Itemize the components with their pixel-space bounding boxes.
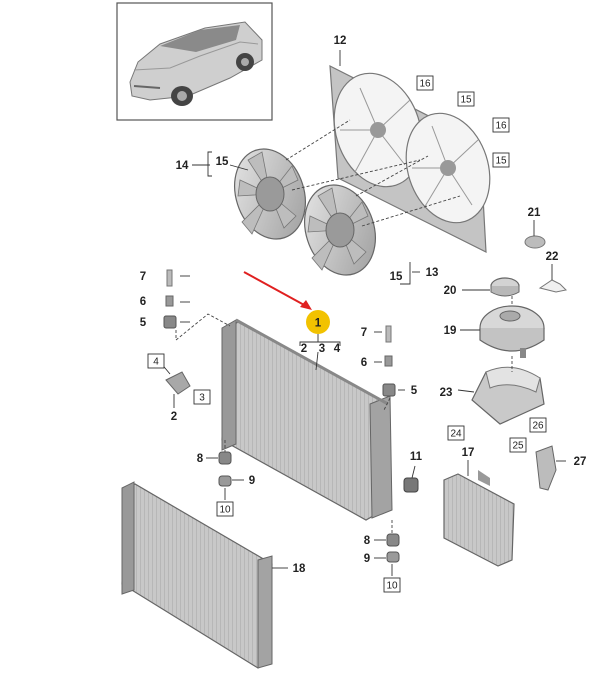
part-label-16-a: 16: [419, 79, 431, 90]
main-radiator-part: [221, 318, 393, 521]
fan-left: [234, 148, 306, 240]
tank-bracket-part: [471, 366, 545, 425]
part-label-18: 18: [293, 563, 306, 575]
bracket-part: [165, 371, 191, 395]
part-label-10-left: 10: [219, 505, 231, 516]
part-box-15-c: [492, 152, 510, 168]
highlight-marker: 1: [306, 310, 330, 334]
part-label-11: 11: [410, 451, 423, 463]
mount-hardware-left: [163, 269, 232, 487]
highlight-label: 1: [315, 318, 322, 330]
part-label-24: 24: [450, 429, 462, 440]
suv-car-icon: [129, 21, 263, 106]
part-box-4: [147, 353, 165, 369]
part-label-1-sub-3: 3: [319, 343, 325, 355]
part-label-6-left: 6: [140, 296, 146, 308]
part-label-1-sub-2: 2: [301, 343, 307, 355]
part-label-3: 3: [199, 393, 205, 404]
plug-part: [524, 235, 546, 249]
part-label-25: 25: [512, 441, 524, 452]
fan-right: [304, 184, 376, 276]
part-box-10-left: [216, 501, 234, 517]
part-label-13: 13: [426, 267, 439, 279]
part-label-15-a: 15: [216, 156, 229, 168]
highlight-arrow: [243, 271, 312, 310]
part-label-15-c: 15: [495, 156, 507, 167]
sensor-part: [535, 445, 557, 491]
part-label-9-left: 9: [249, 475, 255, 487]
part-label-9-right: 9: [364, 553, 370, 565]
small-radiator-part: [443, 470, 515, 567]
part-label-23: 23: [440, 387, 453, 399]
part-label-5-right: 5: [411, 385, 418, 397]
vehicle-thumbnail: [116, 2, 273, 121]
part-label-26: 26: [532, 421, 544, 432]
part-box-15-b: [457, 91, 475, 107]
part-box-10-right: [383, 577, 401, 593]
mount-hardware-right: [382, 325, 400, 563]
part-box-24: [447, 425, 465, 441]
part-label-5-left: 5: [140, 317, 147, 329]
part-box-16-a: [416, 75, 434, 91]
fan-shroud-part: [329, 64, 491, 253]
part-label-17: 17: [462, 447, 475, 459]
grommet-part: [403, 477, 419, 493]
part-label-7-right: 7: [361, 327, 367, 339]
part-box-16-b: [492, 117, 510, 133]
part-box-25: [509, 437, 527, 453]
part-label-8-left: 8: [197, 453, 204, 465]
aux-radiator-part: [121, 481, 273, 669]
part-label-8-right: 8: [364, 535, 371, 547]
part-label-12: 12: [334, 35, 347, 47]
part-label-16-b: 16: [495, 121, 507, 132]
part-label-15-b: 15: [460, 95, 472, 106]
part-label-20: 20: [444, 285, 457, 297]
part-label-27: 27: [574, 456, 587, 468]
part-label-22: 22: [546, 251, 559, 263]
clip-part: [538, 279, 568, 293]
tank-cap-part: [490, 277, 520, 297]
part-label-1-sub-4: 4: [334, 343, 341, 355]
part-label-4: 4: [153, 357, 159, 368]
part-label-21: 21: [528, 207, 541, 219]
part-label-2: 2: [171, 411, 177, 423]
part-label-10-right: 10: [386, 581, 398, 592]
part-label-6-right: 6: [361, 357, 367, 369]
expansion-tank-part: [479, 305, 545, 358]
part-label-15-d: 15: [390, 271, 403, 283]
part-label-19: 19: [444, 325, 457, 337]
part-box-3: [193, 389, 211, 405]
part-label-14: 14: [176, 160, 189, 172]
part-label-7-left: 7: [140, 271, 146, 283]
part-box-26: [529, 417, 547, 433]
